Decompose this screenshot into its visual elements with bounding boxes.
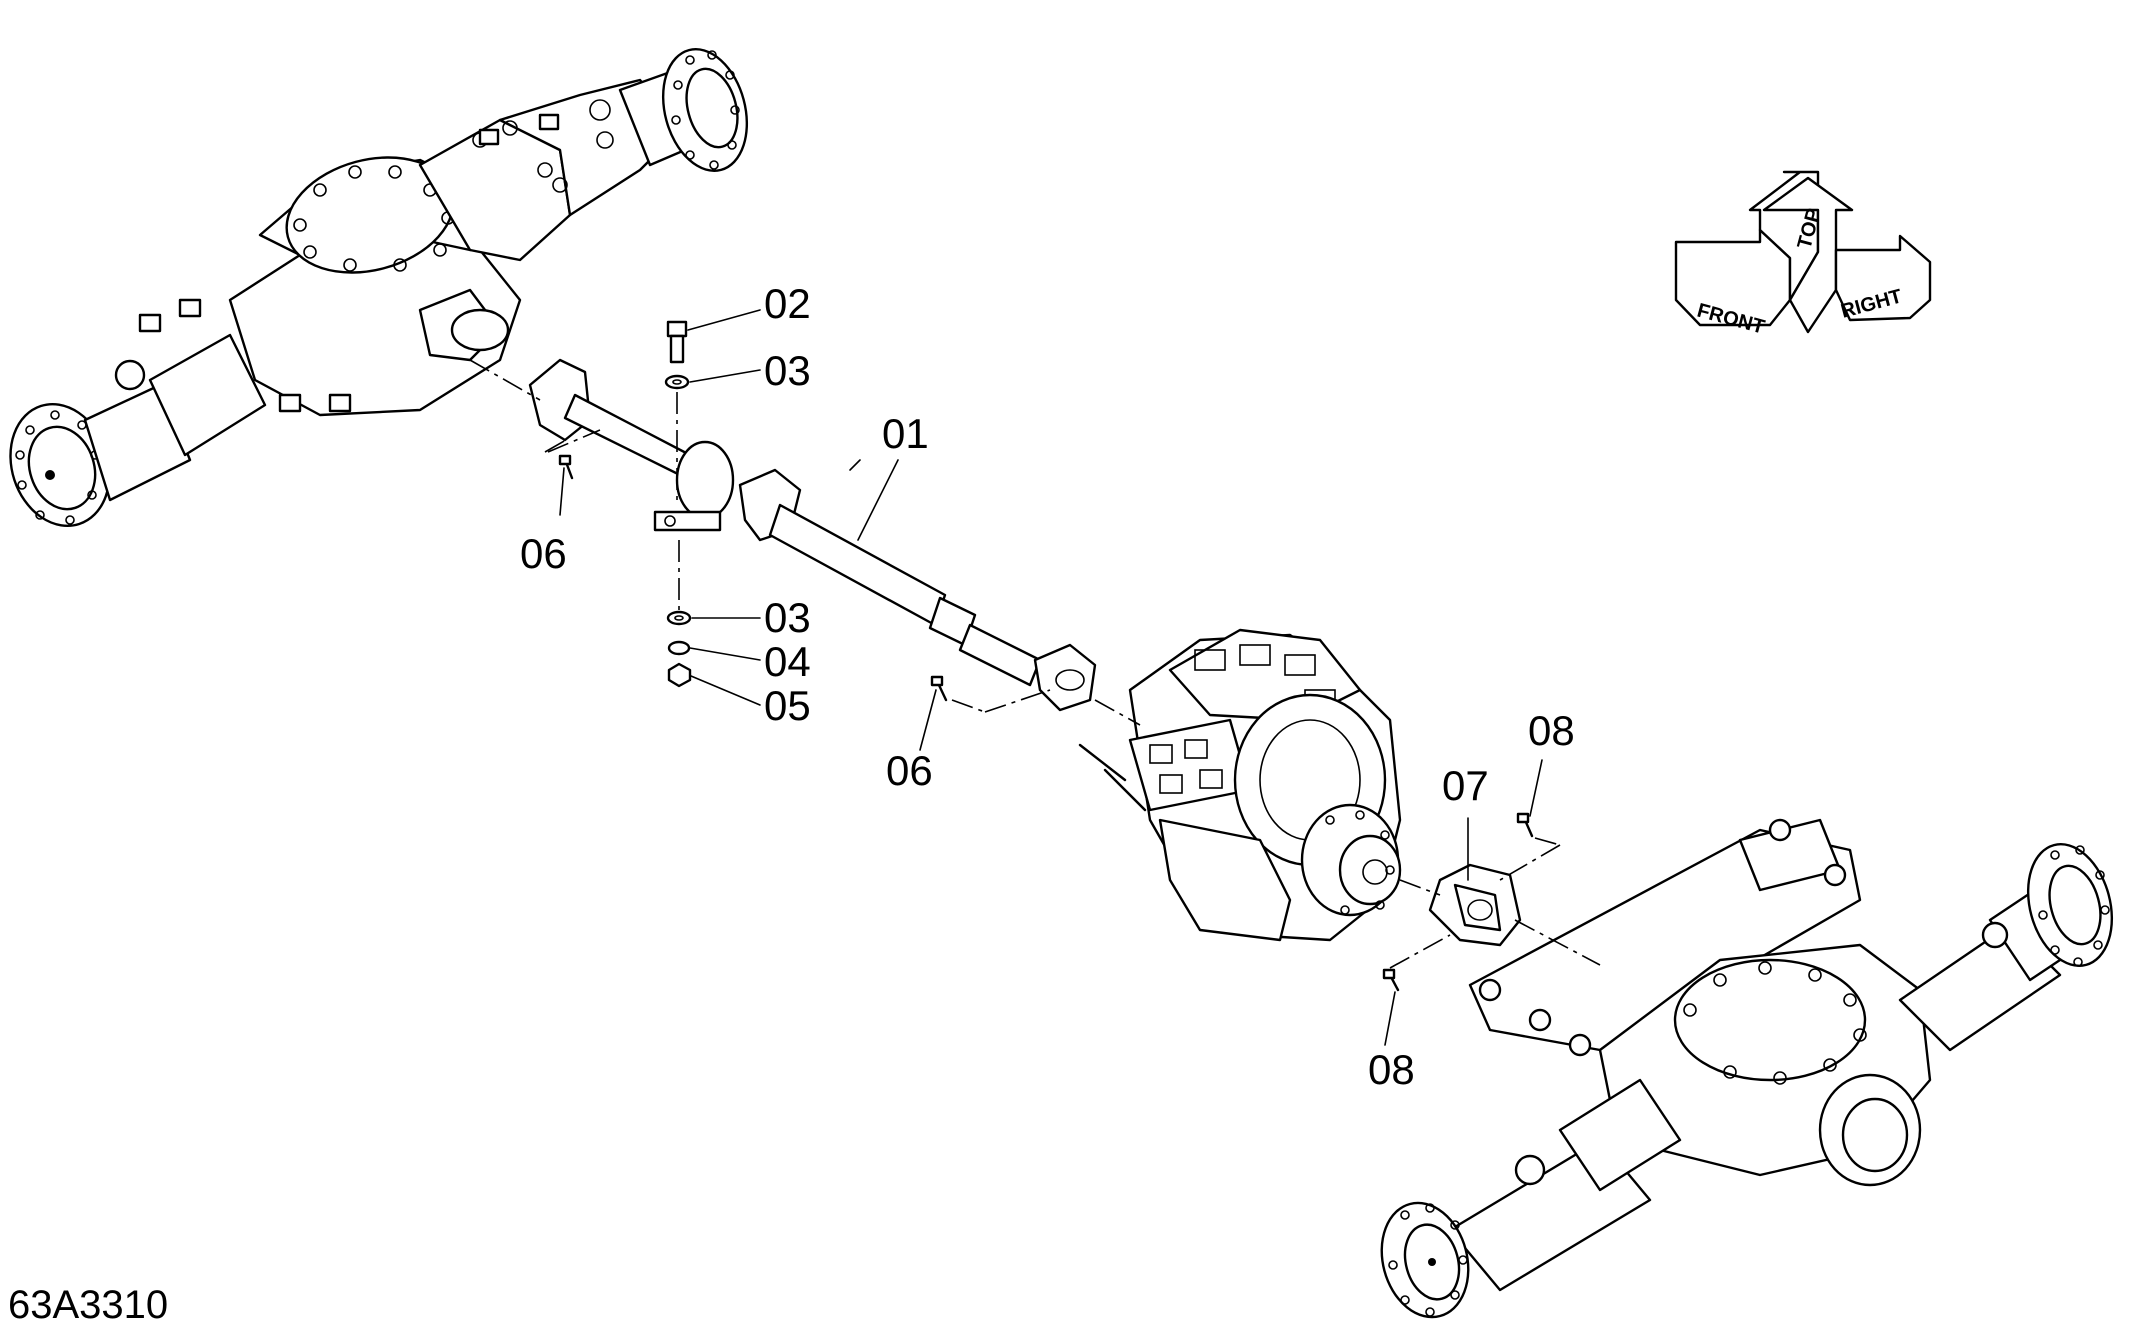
callout-07: 07 bbox=[1442, 762, 1489, 809]
hardware bbox=[558, 320, 1534, 992]
drawing-number: 63A3310 bbox=[8, 1283, 168, 1327]
callout-05: 05 bbox=[764, 682, 811, 729]
callout-01: 01 bbox=[882, 410, 929, 457]
transmission-assembly bbox=[1078, 628, 1402, 942]
callout-06-left: 06 bbox=[520, 530, 567, 577]
drive-shaft bbox=[528, 358, 1097, 712]
assembly-center-lines bbox=[469, 359, 1601, 969]
callout-08-lower: 08 bbox=[1368, 1046, 1415, 1093]
callout-03-upper: 03 bbox=[764, 347, 811, 394]
callout-04: 04 bbox=[764, 638, 811, 685]
right-arrow-icon bbox=[1834, 234, 1932, 322]
orientation-indicator: FRONT TOP RIGHT bbox=[1674, 170, 1932, 339]
flange-yoke bbox=[1428, 863, 1522, 947]
callout-06-center: 06 bbox=[886, 747, 933, 794]
callout-08-upper: 08 bbox=[1528, 707, 1575, 754]
rear-axle-assembly bbox=[9, 48, 749, 528]
front-axle-assembly bbox=[1380, 818, 2114, 1319]
callout-02: 02 bbox=[764, 280, 811, 327]
leader-lines bbox=[559, 309, 1543, 1046]
callouts: 01 02 03 06 03 04 05 06 07 08 08 bbox=[520, 280, 1575, 1093]
callout-03-lower: 03 bbox=[764, 594, 811, 641]
